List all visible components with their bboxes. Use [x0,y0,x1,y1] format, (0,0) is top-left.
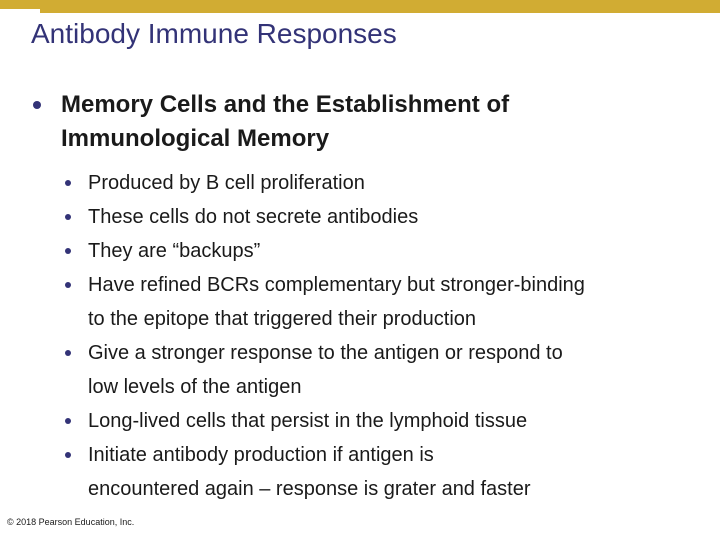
bullet-icon [65,350,71,356]
top-accent-bar [0,0,720,13]
sub-bullet-item: Have refined BCRs complementary but stro… [0,268,720,336]
bullet-icon [65,214,71,220]
bullet-icon [65,452,71,458]
copyright-footer: © 2018 Pearson Education, Inc. [7,517,135,527]
sub-bullet-text: Produced by B cell proliferation [88,172,365,194]
sub-bullet-item: They are “backups” [0,234,720,268]
bullet-icon [65,282,71,288]
sub-bullet-item: Long-lived cells that persist in the lym… [0,404,720,438]
sub-bullet-text: Initiate antibody production if antigen … [88,444,531,500]
sub-bullet-text: They are “backups” [88,240,261,262]
sub-bullet-text: Have refined BCRs complementary but stro… [88,274,585,330]
bullet-list: Memory Cells and the Establishment of Im… [0,88,720,506]
bullet-icon [65,418,71,424]
sub-bullet-item: These cells do not secrete antibodies [0,200,720,234]
main-bullet-text: Memory Cells and the Establishment of Im… [61,91,510,152]
top-accent-bar-notch [0,9,40,13]
sub-bullet-list: Produced by B cell proliferation These c… [0,166,720,506]
bullet-icon [65,248,71,254]
sub-bullet-text: Long-lived cells that persist in the lym… [88,410,528,432]
sub-bullet-text: These cells do not secrete antibodies [88,206,419,228]
main-bullet-item: Memory Cells and the Establishment of Im… [0,88,720,156]
page-title: Antibody Immune Responses [31,18,397,49]
sub-bullet-item: Initiate antibody production if antigen … [0,438,720,506]
bullet-icon [65,180,71,186]
bullet-icon [33,101,41,109]
sub-bullet-text: Give a stronger response to the antigen … [88,342,563,398]
sub-bullet-item: Produced by B cell proliferation [0,166,720,200]
sub-bullet-item: Give a stronger response to the antigen … [0,336,720,404]
